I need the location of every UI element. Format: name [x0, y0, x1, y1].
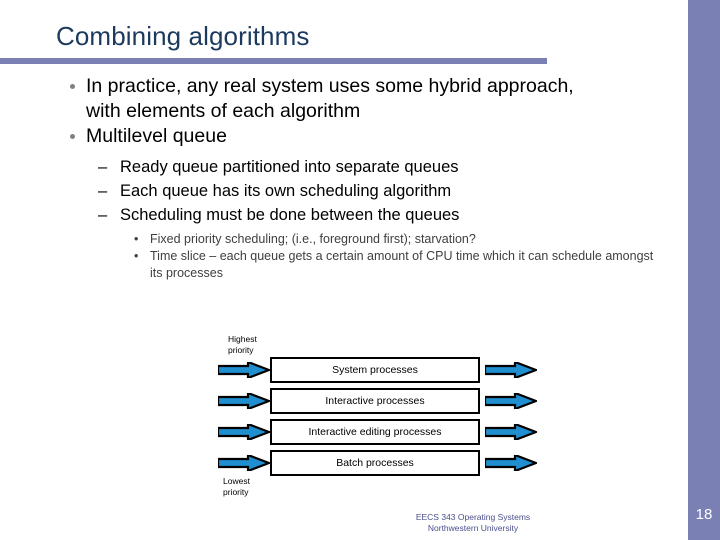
bullet-text: Multilevel queue — [86, 125, 227, 147]
footer-course: EECS 343 Operating Systems — [415, 512, 531, 522]
queue-box: Batch processes — [270, 450, 480, 476]
queue-row: System processes — [0, 357, 688, 383]
queue-box: System processes — [270, 357, 480, 383]
bullet-level2: – Each queue has its own scheduling algo… — [0, 179, 688, 203]
outbound-arrow-icon — [485, 424, 537, 440]
title-underline-rule — [0, 58, 547, 64]
bullet-level1: In practice, any real system uses some h… — [0, 74, 688, 124]
bullet-text: Fixed priority scheduling; (i.e., foregr… — [150, 232, 476, 246]
multilevel-queue-diagram: Highest priority Lowest priority System … — [0, 330, 688, 505]
lowest-priority-label: Lowest priority — [223, 476, 250, 497]
bullet-level1: Multilevel queue — [0, 124, 688, 149]
accent-side-band — [688, 0, 720, 540]
queue-label: Interactive processes — [325, 395, 425, 407]
bullet-text: In practice, any real system uses some h… — [86, 75, 574, 122]
bullet-dot-icon — [70, 134, 75, 139]
dash-marker-icon: – — [98, 158, 108, 176]
inbound-arrow-icon — [218, 362, 270, 378]
outbound-arrow-icon — [485, 455, 537, 471]
slide-title: Combining algorithms — [56, 21, 310, 51]
queue-label: Interactive editing processes — [308, 426, 442, 438]
bullet-text: Ready queue partitioned into separate qu… — [120, 158, 459, 176]
bullet-level3: • Fixed priority scheduling; (i.e., fore… — [0, 231, 688, 248]
dash-marker-icon: – — [98, 206, 108, 224]
queue-row: Batch processes — [0, 450, 688, 476]
outbound-arrow-icon — [485, 362, 537, 378]
slide-footer: EECS 343 Operating Systems Northwestern … — [323, 512, 623, 534]
inbound-arrow-icon — [218, 393, 270, 409]
inbound-arrow-icon — [218, 455, 270, 471]
bullet-text: Time slice – each queue gets a certain a… — [150, 249, 654, 280]
sub-bullet-marker-icon: • — [134, 249, 139, 263]
inbound-arrow-icon — [218, 424, 270, 440]
queue-label: Batch processes — [336, 457, 414, 469]
queue-label: System processes — [332, 364, 418, 376]
bullet-text: Each queue has its own scheduling algori… — [120, 182, 452, 200]
queue-row: Interactive processes — [0, 388, 688, 414]
bullet-level2: – Ready queue partitioned into separate … — [0, 155, 688, 179]
outbound-arrow-icon — [485, 393, 537, 409]
sub-bullet-marker-icon: • — [134, 232, 139, 246]
dash-marker-icon: – — [98, 182, 108, 200]
bullet-text: Scheduling must be done between the queu… — [120, 206, 460, 224]
queue-box: Interactive editing processes — [270, 419, 480, 445]
bullet-level2: – Scheduling must be done between the qu… — [0, 203, 688, 227]
bullet-level3: • Time slice – each queue gets a certain… — [0, 248, 688, 282]
queue-row: Interactive editing processes — [0, 419, 688, 445]
slide-number: 18 — [695, 506, 713, 523]
queue-box: Interactive processes — [270, 388, 480, 414]
bullet-dot-icon — [70, 84, 75, 89]
bullet-list: In practice, any real system uses some h… — [0, 74, 688, 282]
footer-institution: Northwestern University — [427, 523, 519, 533]
highest-priority-label: Highest priority — [228, 334, 257, 355]
